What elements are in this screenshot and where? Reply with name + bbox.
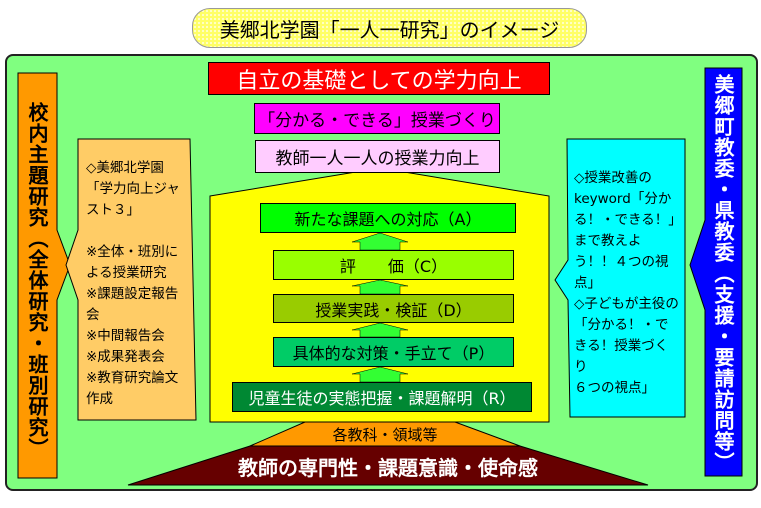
cycle-step-c: 評 価（C） xyxy=(273,250,514,280)
left-callout-shape xyxy=(65,138,197,421)
arrow-up-icon xyxy=(351,322,409,338)
cycle-step-r: 児童生徒の実態把握・課題解明（R） xyxy=(232,382,532,412)
teacher-skill-box: 教師一人一人の授業力向上 xyxy=(255,140,500,173)
right-callout-shape xyxy=(554,138,686,418)
lesson-making-box: 「分かる・できる」授業づくり xyxy=(254,103,500,134)
arrow-up-icon xyxy=(351,366,409,383)
left-bar-label: 校内主題研究（全体研究・班別研究） xyxy=(25,102,49,459)
right-bar-label: 美郷町教委・県教委（支援・要請訪問等） xyxy=(711,74,735,473)
foundation-label: 教師の専門性・課題意識・使命感 xyxy=(238,456,538,480)
arrow-up-icon xyxy=(351,279,409,295)
foundation-trapezoid xyxy=(127,445,649,486)
cycle-step-p: 具体的な対策・手立て（P） xyxy=(273,337,514,367)
right-callout-text: ◇授業改善のkeyword「分かる！・できる！」まで教えよう！！４つの視点」 ◇… xyxy=(574,170,679,396)
left-callout-text: ◇美郷北学園 「学力向上ジャスト３」 ※全体・班別による授業研究 ※課題設定報告… xyxy=(86,160,180,407)
diagram-title: 美郷北学園「一人一研究」のイメージ xyxy=(192,8,587,48)
cycle-arrows xyxy=(351,232,409,383)
left-bar-shape xyxy=(17,72,71,479)
right-bar-shape xyxy=(689,67,743,477)
goal-banner: 自立の基礎としての学力向上 xyxy=(208,62,550,95)
subjects-label: 各教科・領域等 xyxy=(332,426,438,444)
cycle-step-a: 新たな課題への対応（A） xyxy=(260,203,516,233)
arrow-up-icon xyxy=(351,232,409,251)
cycle-step-d: 授業実践・検証（D） xyxy=(273,294,514,323)
